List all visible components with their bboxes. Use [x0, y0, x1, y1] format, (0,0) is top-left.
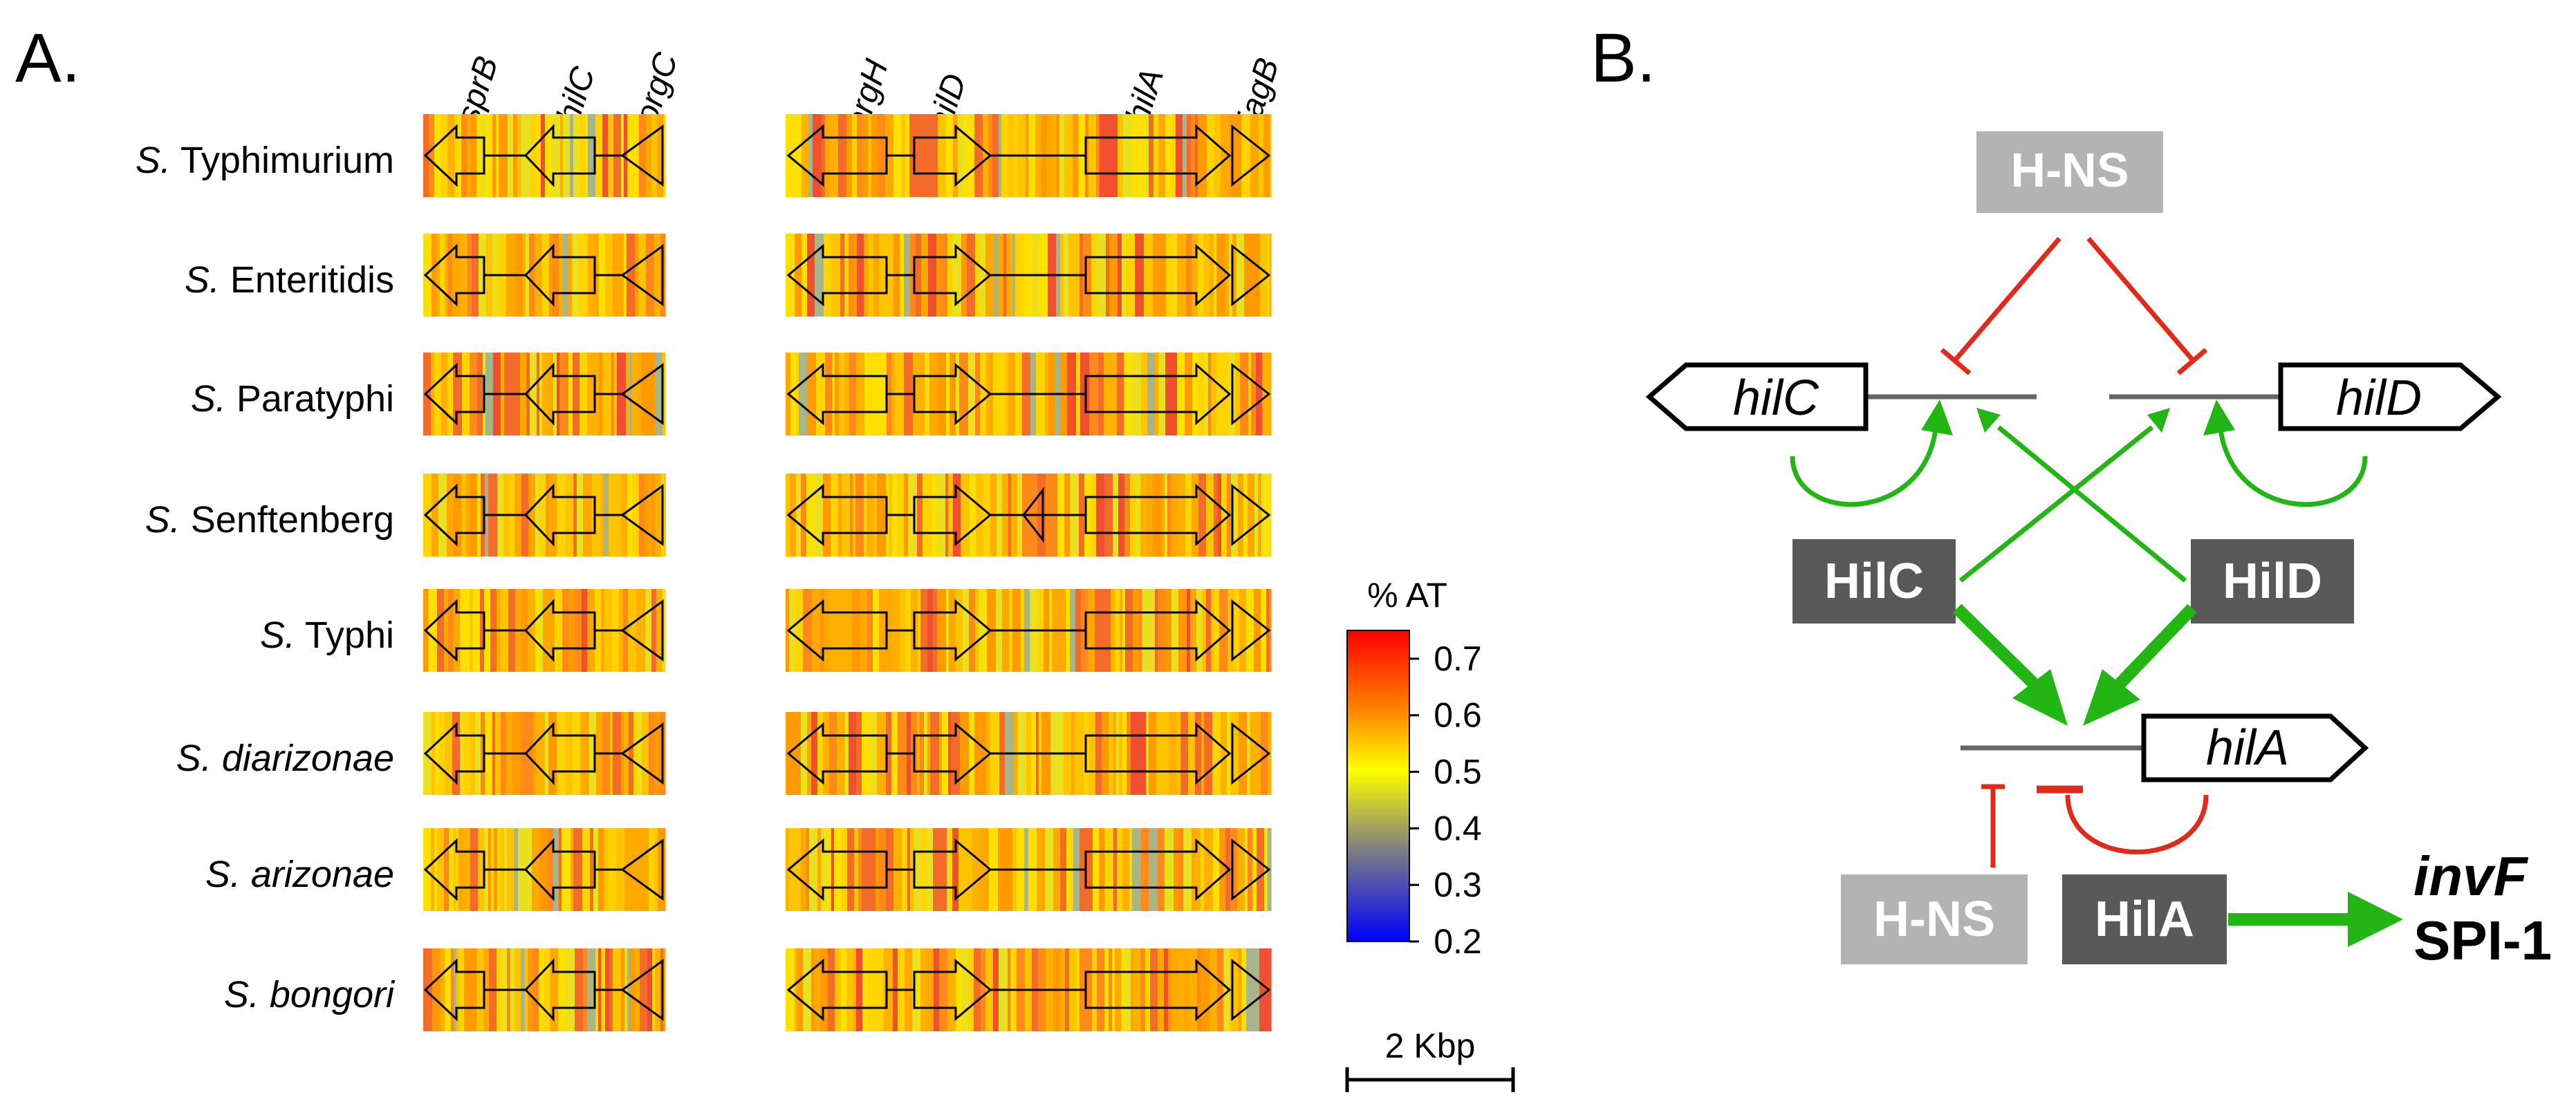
- hilD-gene-arrow: [2278, 362, 2502, 431]
- hns-repression-hilC-bar: [1940, 348, 1972, 375]
- gene-arrows: [423, 243, 664, 307]
- hilA-gene-arrow: [2141, 713, 2369, 782]
- colorbar-tick-label: 0.3: [1434, 865, 1482, 904]
- HilA-protein-label: HilA: [2095, 892, 2194, 947]
- colorbar-tick-label: 0.7: [1434, 639, 1482, 678]
- HilC-to-hilA-arrow: [1952, 603, 2046, 696]
- track-segment: [423, 589, 666, 672]
- HilD-to-hilA-head: [2083, 669, 2140, 726]
- gene-arrows: [786, 483, 1271, 547]
- gene-arrows: [786, 124, 1271, 187]
- panel-b: B. H-NS hilC hilD HilC HilD: [1591, 19, 2552, 971]
- HilD-protein-box: [2191, 539, 2354, 624]
- gene-arrows: [786, 722, 1271, 785]
- scale-bar-label: 2 Kbp: [1385, 1027, 1476, 1065]
- HilD-to-hilC-arrow: [1996, 425, 2187, 583]
- colorbar-tick-label: 0.6: [1434, 696, 1482, 735]
- hilC-gene-label: hilC: [1733, 371, 1819, 426]
- HilC-protein-box: [1792, 539, 1956, 624]
- track-segment: [786, 589, 1272, 672]
- invF-label: invF: [2413, 845, 2529, 907]
- HilC-to-hilA-head: [2012, 669, 2068, 726]
- track-segment: [786, 828, 1272, 911]
- gene-arrows: [423, 838, 664, 901]
- colorbar-tick-label: 0.4: [1434, 809, 1482, 847]
- hilD-autoactivation-head: [2203, 400, 2235, 435]
- hilC-autoactivation-arrow: [1790, 421, 1939, 507]
- HilD-to-hilC-head: [1976, 408, 2001, 433]
- strain-labels: S. Typhimurium S. Enteritidis S. Paratyphi…: [136, 140, 396, 1015]
- gene-arrows: [786, 599, 1271, 662]
- hns-top-box: [1976, 131, 2163, 213]
- track-segment: [423, 114, 666, 197]
- panel-b-label: B.: [1591, 19, 1656, 97]
- hns-repression-hilD-bar: [2176, 348, 2208, 375]
- hilC-autoactivation-head: [1921, 400, 1953, 435]
- colorbar-tick-label: 0.2: [1434, 922, 1482, 961]
- gene-arrows: [423, 483, 664, 547]
- hns-repression-hilC: [1954, 236, 2061, 362]
- spi1-label: SPI-1: [2413, 910, 2552, 971]
- hilA-autorepression-arc: [2065, 794, 2209, 854]
- colorbar-gradient: [1346, 630, 1410, 942]
- hilD-autoactivation-arrow: [2217, 421, 2368, 507]
- colorbar-ticks: 0.7 0.6 0.5 0.4 0.3 0.2: [1409, 639, 1482, 961]
- HilC-to-hilD-head: [2147, 408, 2170, 433]
- hns-top-label: H-NS: [2010, 143, 2129, 197]
- gene-arrows: [786, 958, 1271, 1022]
- strain-label: S. bongori: [224, 974, 396, 1015]
- strain-label: S. Typhimurium: [136, 140, 394, 181]
- panel-a: A. sprB hilC orgC prgH hilD hilA iagB S.…: [15, 19, 1515, 1092]
- colorbar-title: % AT: [1367, 576, 1447, 615]
- panel-a-label: A.: [15, 19, 80, 97]
- track-segment: [423, 712, 666, 795]
- strain-label: S. diarizonae: [176, 738, 394, 779]
- HilA-to-invF-head: [2348, 892, 2403, 947]
- HilD-protein-label: HilD: [2223, 554, 2322, 609]
- gene-arrows: [423, 599, 664, 662]
- strain-label: S. Senftenberg: [145, 499, 394, 541]
- gene-arrows: [423, 722, 664, 785]
- gene-arrows: [786, 838, 1271, 901]
- track-segment: [423, 474, 666, 556]
- hilD-gene-label: hilD: [2336, 371, 2422, 426]
- gene-arrows: [423, 958, 664, 1022]
- track-segment: [423, 948, 666, 1031]
- HilC-to-hilD-arrow: [1958, 425, 2154, 583]
- track-segment: [423, 234, 666, 317]
- hns-bottom-label: H-NS: [1873, 892, 1995, 947]
- hns-bottom-box: [1841, 874, 2028, 964]
- strain-label: S. Enteritidis: [185, 259, 394, 301]
- HilA-protein-box: [2062, 874, 2227, 964]
- track-segment: [423, 828, 666, 911]
- strain-label: S. Paratyphi: [191, 378, 394, 420]
- gene-arrows: [423, 362, 664, 426]
- strain-label: S. Typhi: [260, 615, 394, 656]
- gene-arrows: [786, 362, 1271, 426]
- gene-arrows: [786, 243, 1271, 307]
- track-segment: [423, 353, 666, 435]
- strain-label: S. arizonae: [205, 854, 394, 895]
- HilC-protein-label: HilC: [1824, 554, 1924, 609]
- at-colorbar: % AT 0.7 0.6 0.5 0.4 0.3 0.2: [1346, 576, 1482, 961]
- colorbar-tick-label: 0.5: [1434, 753, 1482, 791]
- gene-arrows: [423, 124, 664, 187]
- hilC-gene-arrow: [1645, 362, 1869, 431]
- hns-repression-hilD: [2086, 236, 2194, 362]
- scale-bar: 2 Kbp: [1345, 1027, 1515, 1092]
- hilA-gene-label: hilA: [2206, 720, 2289, 776]
- HilD-to-hilA-arrow: [2108, 603, 2197, 696]
- heatmap-tracks: [423, 114, 1272, 1031]
